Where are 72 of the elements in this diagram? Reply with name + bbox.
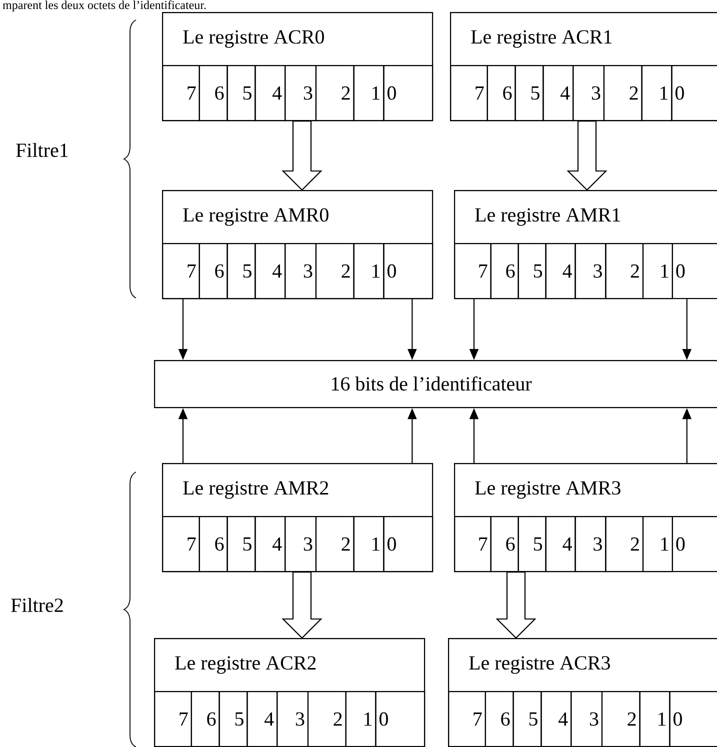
block-arrow [566,120,608,191]
bit-cell: 2 [307,691,346,747]
bit-cell: 4 [254,65,286,122]
bit-cell: 1 [642,243,673,300]
bit-cell: 2 [315,243,354,300]
bit-cell: 2 [601,691,640,747]
block-arrow [496,572,536,639]
bit-cell: 3 [284,65,317,122]
bit-cell: 4 [545,243,576,300]
bit-cell: 0 [383,516,434,572]
bit-cell: 4 [545,516,576,572]
block-arrow [282,572,322,639]
bit-cell: 4 [254,516,286,572]
bit-cell: 7 [162,65,200,122]
group-label: Filtre2 [11,598,63,612]
bit-cell: 0 [669,691,717,747]
bit-cell: 6 [190,691,220,747]
bit-cell: 2 [315,65,354,122]
bit-cell: 5 [512,691,542,747]
bit-cell: 0 [672,516,717,572]
bit-cell: 5 [226,243,256,300]
bit-cell: 0 [383,243,434,300]
bit-cell: 4 [254,243,286,300]
bit-cell: 6 [198,516,228,572]
bit-cell: 4 [246,691,278,747]
group-label: Filtre1 [16,142,68,158]
bit-cell: 3 [574,243,606,300]
bit-cell: 6 [486,65,516,122]
bit-cell: 1 [353,65,384,122]
bit-cell: 4 [540,691,572,747]
bit-cell: 7 [154,691,192,747]
bit-cell: 1 [345,691,376,747]
bit-cell: 7 [450,65,488,122]
bit-cell: 1 [353,243,384,300]
bit-cell: 7 [162,516,200,572]
bit-cell: 5 [518,243,546,300]
bit-cell: 3 [284,516,317,572]
bit-cell: 5 [226,65,256,122]
bit-cell: 6 [484,691,514,747]
bit-cell: 7 [454,516,492,572]
bit-cell: 1 [642,516,673,572]
bit-cell: 0 [671,65,717,122]
bit-cell: 7 [162,243,200,300]
block-arrow [282,120,322,191]
bit-cell: 6 [198,243,228,300]
bit-cell: 2 [315,516,354,572]
bit-cell: 2 [605,243,644,300]
bit-cell: 1 [641,65,672,122]
bit-cell: 0 [383,65,434,122]
bit-cell: 3 [574,516,606,572]
bit-cell: 3 [572,65,605,122]
bit-cell: 1 [639,691,670,747]
bit-cell: 0 [375,691,426,747]
bit-cell: 2 [605,516,644,572]
bit-cell: 4 [542,65,574,122]
bit-cell: 6 [490,516,519,572]
bit-cell: 1 [353,516,384,572]
bit-cell: 3 [284,243,317,300]
bit-cell: 6 [490,243,519,300]
text-line: mparent les deux octets de l’identificateur. [2,0,206,12]
bit-cell: 3 [276,691,309,747]
bit-cell: 6 [198,65,228,122]
bit-cell: 7 [448,691,486,747]
bit-cell: 5 [226,516,256,572]
bit-cell: 5 [218,691,248,747]
identifier-box: 16 bits de l’identificateur [154,360,717,408]
bit-cell: 0 [672,243,717,300]
bit-cell: 5 [514,65,544,122]
bit-cell: 7 [454,243,492,300]
bit-cell: 2 [603,65,642,122]
bit-cell: 5 [518,516,546,572]
bit-cell: 3 [570,691,603,747]
